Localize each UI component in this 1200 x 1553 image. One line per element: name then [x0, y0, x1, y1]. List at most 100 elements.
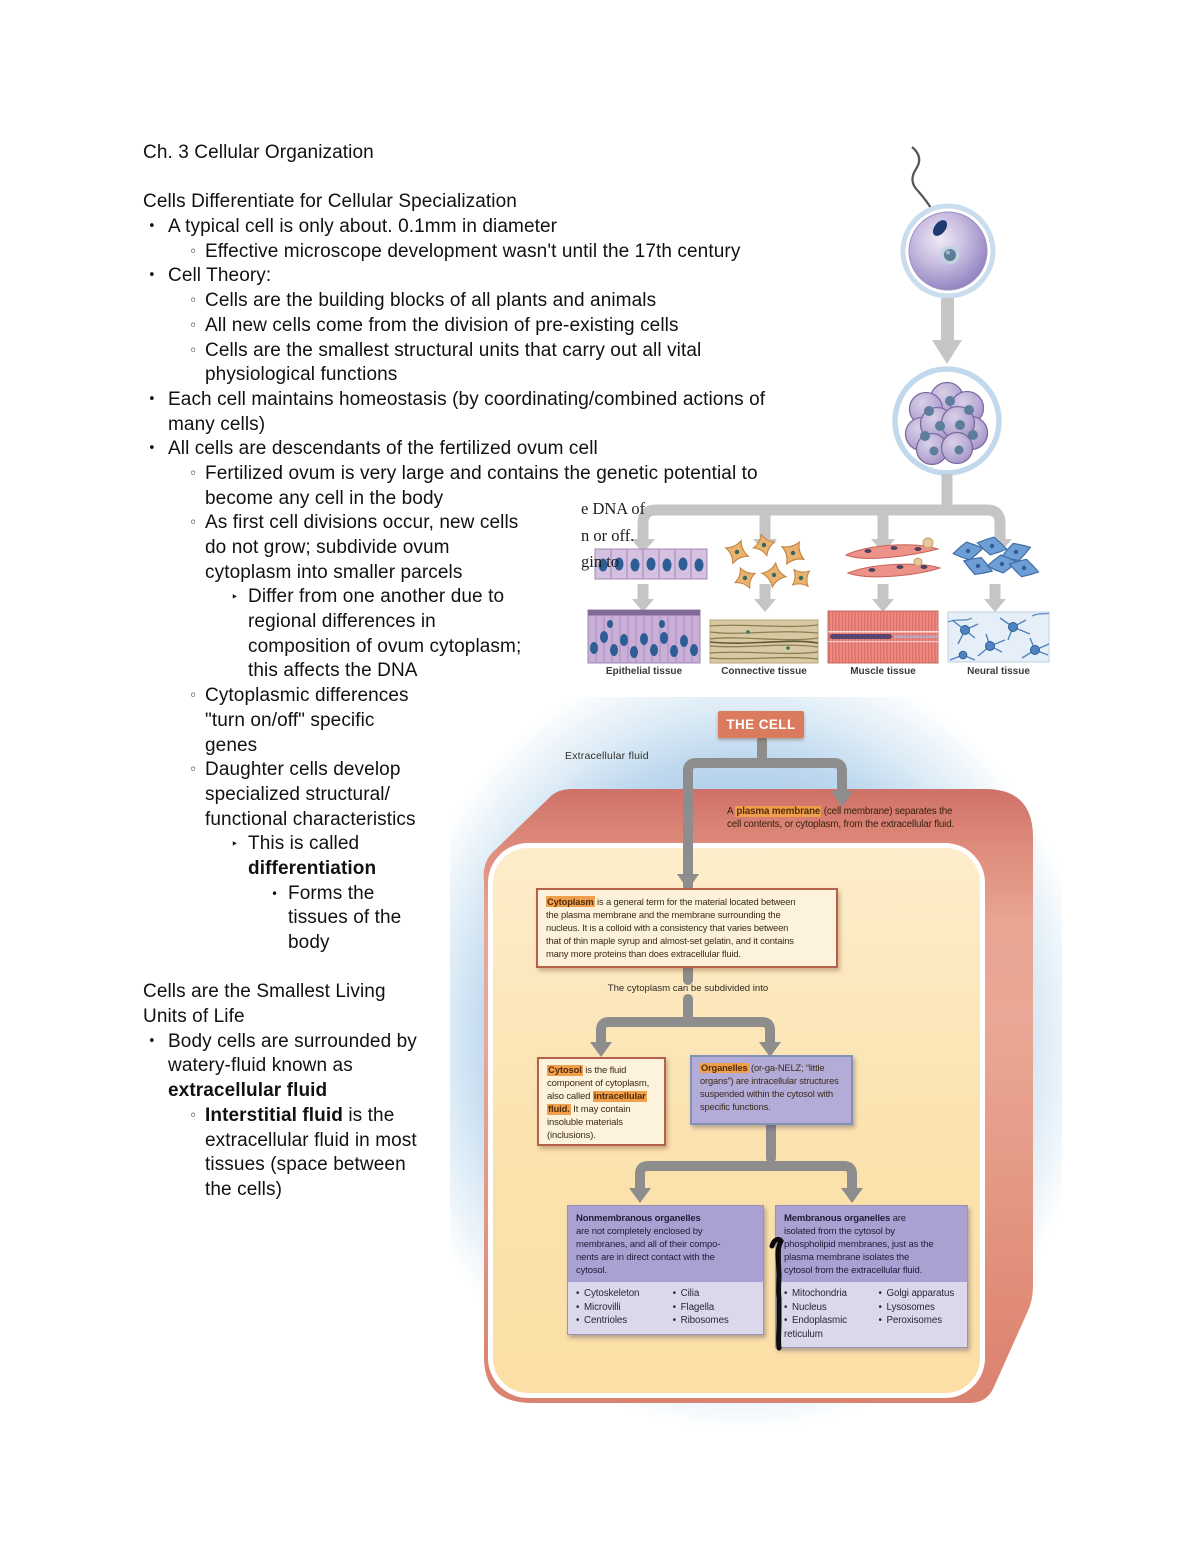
note-line: Cells are the Smallest Living	[143, 980, 843, 1005]
bullet-icon: •	[148, 1033, 156, 1049]
note-line: tissues of the	[143, 906, 843, 931]
note-line: functional characteristics	[143, 808, 843, 833]
connective-tissue-image	[709, 619, 819, 664]
text-segment: intracellular	[592, 1091, 647, 1102]
note-line: genes	[143, 734, 843, 759]
text-segment: genes	[205, 734, 258, 756]
text-segment: Membranous organelles	[784, 1213, 891, 1224]
note-line: Ch. 3 Cellular Organization	[143, 141, 843, 166]
bullet-icon: ◦	[189, 317, 198, 334]
text-segment: also called	[547, 1091, 593, 1102]
text-segment: extracellular fluid	[168, 1080, 328, 1102]
bullet-icon: •	[576, 1315, 580, 1326]
bullet-icon: •	[878, 1301, 882, 1313]
bullet-icon: •	[784, 1288, 788, 1299]
connective-immature-cells	[720, 531, 817, 594]
text-segment: many cells)	[168, 413, 266, 435]
text-segment: fluid.	[547, 1104, 571, 1115]
note-line: extracellular fluid	[143, 1079, 843, 1104]
note-line: do not grow; subdivide ovum	[143, 536, 843, 561]
note-line: "turn on/off" specific	[143, 709, 843, 734]
text-segment: (inclusions).	[547, 1130, 596, 1141]
bullet-icon: •	[148, 219, 156, 235]
note-line: ‣Differ from one another due to	[143, 585, 843, 610]
text-segment: All cells are descendants of the fertili…	[168, 438, 598, 460]
bullet-icon: ‣	[231, 590, 239, 605]
text-segment: (or-ga-NELZ; “little	[748, 1063, 825, 1073]
organelle-name: Mitochondria	[789, 1288, 847, 1299]
text-segment: Fertilized ovum is very large and contai…	[205, 462, 758, 484]
note-line: ◦Cells are the building blocks of all pl…	[143, 289, 843, 314]
text-segment: component of cytoplasm,	[547, 1078, 650, 1089]
nonmembranous-list: • Cytoskeleton• Microvilli• Centrioles •…	[568, 1282, 763, 1334]
organelle-list-item: • Cilia	[673, 1287, 755, 1301]
organelle-list-item: • Mitochondria	[784, 1287, 879, 1301]
note-line: ◦Cytoplasmic differences	[143, 684, 843, 709]
text-segment: are not completely enclosed by	[576, 1226, 703, 1237]
text-segment: "turn on/off" specific	[205, 709, 375, 731]
division-arrow-shaft	[941, 298, 954, 342]
text-segment: It may contain	[570, 1104, 631, 1115]
bullet-icon: •	[878, 1315, 882, 1326]
epithelial-tissue-label: Epithelial tissue	[605, 666, 683, 677]
organelle-name: Lysosomes	[883, 1301, 935, 1313]
nonmembranous-col2: • Cilia• Flagella• Ribosomes	[673, 1287, 755, 1328]
organelle-list-item: • Microvilli	[576, 1301, 673, 1315]
text-segment: Units of Life	[143, 1006, 245, 1028]
text-segment: tissues of the	[288, 907, 402, 929]
note-line: ‣This is called	[143, 832, 843, 857]
text-segment: Ch. 3 Cellular Organization	[143, 142, 374, 163]
text-segment: Daughter cells develop	[205, 759, 401, 781]
note-line: physiological functions	[143, 363, 843, 388]
text-segment: differentiation	[248, 857, 377, 879]
text-segment: organs”) are intracellular structures	[700, 1076, 839, 1086]
organelle-list-item: • Cytoskeleton	[576, 1287, 673, 1301]
fertilized-ovum-figure	[892, 146, 1002, 508]
text-segment: many more proteins than does extracellul…	[546, 948, 741, 959]
tissue-arrow-heads	[632, 599, 1006, 612]
text-segment: regional differences in	[248, 611, 436, 633]
note-line: the cells)	[143, 1178, 843, 1203]
tissue-arrows	[637, 584, 1001, 600]
text-segment: the plasma membrane and the membrane sur…	[546, 909, 781, 920]
text-segment: Cells are the Smallest Living	[143, 981, 386, 1003]
bullet-icon: ◦	[189, 515, 198, 532]
text-segment: do not grow; subdivide ovum	[205, 537, 450, 558]
membranous-col1: • Mitochondria• Nucleus• Endoplasmic ret…	[784, 1287, 879, 1341]
text-segment: functional characteristics	[205, 808, 416, 830]
organelle-list-item: • Flagella	[673, 1301, 755, 1315]
extracellular-fluid-label: Extracellular fluid	[565, 750, 649, 762]
bullet-icon: •	[576, 1288, 580, 1299]
bullet-icon: ◦	[189, 1107, 198, 1124]
note-line: Units of Life	[143, 1005, 843, 1030]
text-segment: is the	[342, 1104, 395, 1126]
bullet-icon: ◦	[189, 688, 198, 705]
text-segment: Body cells are surrounded by	[168, 1030, 417, 1052]
text-segment: the cells)	[205, 1178, 283, 1200]
bullet-icon: ‣	[231, 837, 239, 852]
plasma-membrane-note: A plasma membrane (cell membrane) separa…	[727, 806, 954, 832]
text-segment: Effective microscope development wasn't …	[205, 240, 741, 262]
text-segment: extracellular fluid in most	[205, 1129, 417, 1151]
tissue-differentiation-figure	[587, 474, 1050, 664]
text-segment: plasma membrane isolates the	[784, 1252, 910, 1263]
text-segment: cytoplasm into smaller parcels	[205, 561, 463, 583]
text-segment: All new cells come from the division of …	[205, 314, 679, 336]
text-segment: tissues (space between	[205, 1154, 406, 1176]
bullet-icon: •	[148, 391, 156, 407]
organelle-list-item: • Nucleus	[784, 1301, 879, 1315]
cropped-line: e DNA of	[581, 499, 646, 518]
epithelial-tissue-image	[587, 609, 701, 664]
note-line: •Each cell maintains homeostasis (by coo…	[143, 388, 843, 413]
text-segment: Cells Differentiate for Cellular Special…	[143, 191, 517, 213]
organelle-name: Golgi apparatus	[883, 1288, 955, 1299]
organelle-name: Flagella	[678, 1301, 715, 1313]
text-segment: As first cell divisions occur, new cells	[205, 512, 519, 534]
bullet-icon: •	[784, 1301, 788, 1313]
bullet-icon: •	[784, 1315, 788, 1326]
